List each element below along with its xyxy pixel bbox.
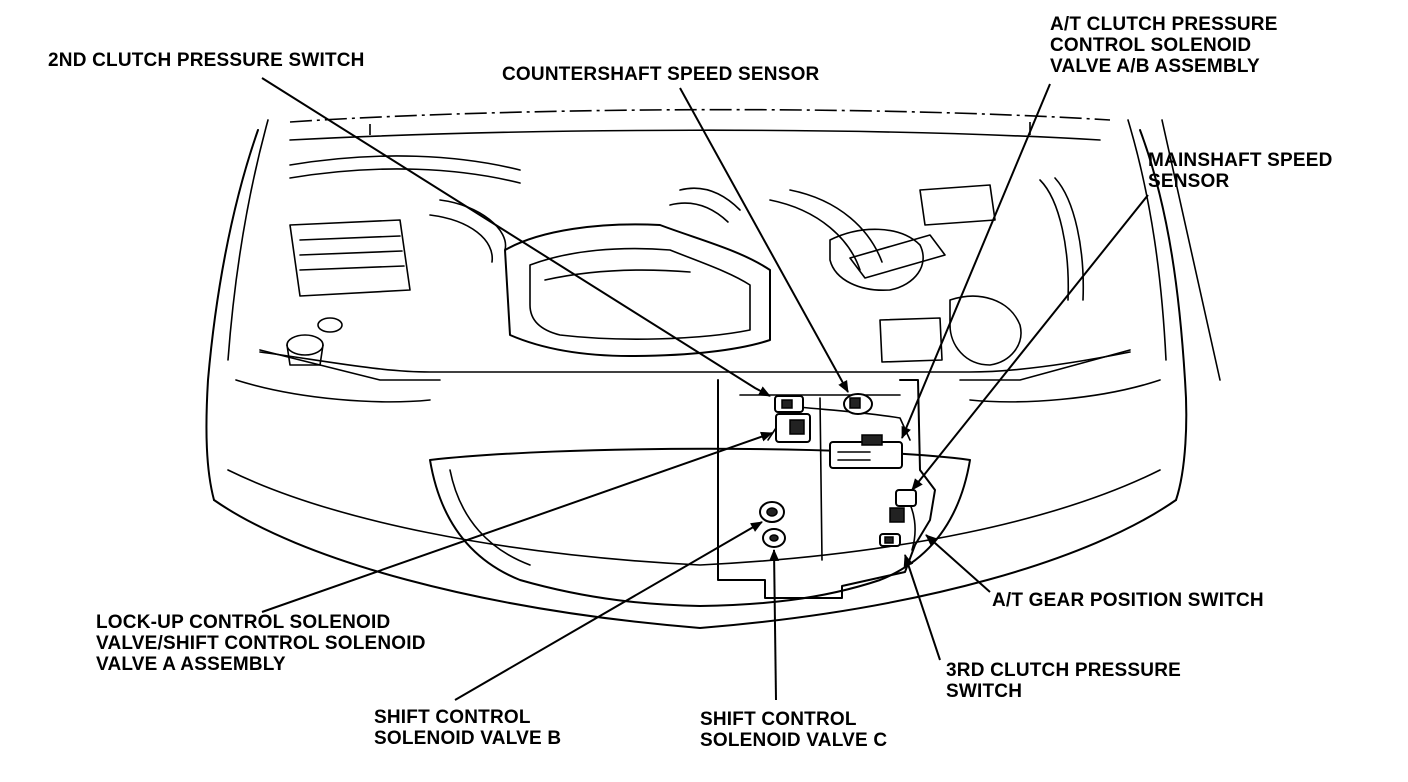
label-line: MAINSHAFT SPEED (1148, 150, 1333, 171)
label-line: VALVE A/B ASSEMBLY (1050, 56, 1260, 77)
at-clutch-pressure-solenoid-part (829, 434, 903, 469)
label-line: LOCK-UP CONTROL SOLENOID (96, 612, 391, 633)
label-3rd-clutch-pressure-switch: 3RD CLUTCH PRESSURE SWITCH (946, 660, 1181, 702)
label-line: SHIFT CONTROL (374, 707, 531, 728)
label-at-gear-position-switch: A/T GEAR POSITION SWITCH (992, 590, 1264, 611)
label-2nd-clutch-pressure-switch: 2ND CLUTCH PRESSURE SWITCH (48, 50, 365, 71)
car-body-outline (205, 108, 1221, 629)
label-at-clutch-pressure-control-solenoid: A/T CLUTCH PRESSURE CONTROL SOLENOID VAL… (1050, 14, 1278, 77)
leader-2nd-clutch (261, 77, 771, 397)
label-line: CONTROL SOLENOID (1050, 35, 1252, 56)
second-clutch-pressure-switch-part (774, 395, 804, 413)
leader-at-clutch-solenoid (901, 83, 1051, 439)
label-line: SOLENOID VALVE C (700, 730, 888, 751)
engine-components (286, 155, 1085, 599)
label-shift-control-solenoid-c: SHIFT CONTROL SOLENOID VALVE C (700, 709, 887, 751)
label-shift-control-solenoid-b: SHIFT CONTROL SOLENOID VALVE B (374, 707, 561, 749)
leader-mainshaft (911, 194, 1149, 491)
leader-lockup (261, 431, 773, 613)
shift-solenoid-b-part (759, 501, 785, 523)
leader-lines (261, 77, 1149, 701)
leader-3rd-clutch (903, 554, 941, 661)
shift-solenoid-c-part (762, 528, 786, 548)
lockup-solenoid-part (767, 413, 811, 443)
label-line: SENSOR (1148, 171, 1230, 192)
label-line: VALVE/SHIFT CONTROL SOLENOID (96, 633, 426, 654)
label-line: 2ND CLUTCH PRESSURE SWITCH (48, 50, 365, 71)
leader-at-gear-position (925, 534, 991, 593)
label-lockup-control-solenoid: LOCK-UP CONTROL SOLENOID VALVE/SHIFT CON… (96, 612, 426, 675)
third-clutch-pressure-switch-part (879, 533, 901, 547)
label-countershaft-speed-sensor: COUNTERSHAFT SPEED SENSOR (502, 64, 819, 85)
label-line: A/T GEAR POSITION SWITCH (992, 590, 1264, 611)
leader-shift-b (454, 521, 763, 701)
label-line: 3RD CLUTCH PRESSURE (946, 660, 1181, 681)
label-line: A/T CLUTCH PRESSURE (1050, 14, 1278, 35)
mainshaft-speed-sensor-part (889, 489, 917, 523)
label-line: COUNTERSHAFT SPEED SENSOR (502, 64, 820, 85)
label-line: SHIFT CONTROL (700, 709, 857, 730)
label-line: SOLENOID VALVE B (374, 728, 562, 749)
leader-countershaft (679, 87, 849, 393)
label-line: VALVE A ASSEMBLY (96, 654, 286, 675)
leader-shift-c (769, 549, 780, 701)
label-line: SWITCH (946, 681, 1023, 702)
countershaft-speed-sensor-part (843, 393, 873, 415)
label-mainshaft-speed-sensor: MAINSHAFT SPEED SENSOR (1148, 150, 1333, 192)
